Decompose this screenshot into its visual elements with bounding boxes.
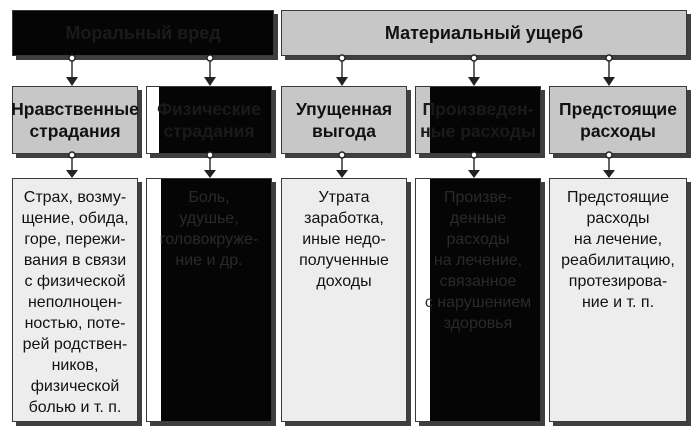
arrow-head [468, 170, 480, 178]
arrow-origin-dot [338, 54, 346, 62]
arrow-head [204, 77, 216, 86]
white-strip [416, 179, 430, 421]
moral-harm-label: Моральный вред [65, 22, 221, 43]
material-damage-label: Материальный ущерб [384, 22, 584, 43]
physical-suffering-text: Боль, удушье, головокруже- ние и др. [159, 189, 259, 269]
arrow-head [66, 170, 78, 178]
incurred-expenses-title: Произведен- ные расходы [420, 99, 536, 141]
moral-suffering-title: Нравственные страдания [11, 99, 139, 141]
white-strip [147, 179, 161, 421]
lost-profit-details: Утрата заработка, иные недо- полученные … [281, 178, 407, 422]
lost-profit-box: Упущенная выгода [281, 86, 407, 154]
future-expenses-details: Предстоящие расходы на лечение, реабилит… [549, 178, 687, 422]
arrow-head [468, 77, 480, 86]
arrow-head [336, 77, 348, 86]
lost-profit-title: Упущенная выгода [295, 99, 393, 141]
arrow-origin-dot [605, 54, 613, 62]
arrow-origin-dot [68, 54, 76, 62]
arrow-head [204, 170, 216, 178]
arrow-head [603, 77, 615, 86]
moral-suffering-text: Страх, возму- щение, обида, горе, пережи… [21, 189, 129, 416]
arrow-head [603, 170, 615, 178]
incurred-expenses-details: Произве- денные расходы на лечение, связ… [415, 178, 541, 422]
arrow-origin-dot [605, 151, 613, 159]
arrow-origin-dot [68, 151, 76, 159]
physical-suffering-title: Физические страдания [157, 99, 261, 141]
future-expenses-box: Предстоящие расходы [549, 86, 687, 154]
arrow-origin-dot [470, 54, 478, 62]
future-expenses-text: Предстоящие расходы на лечение, реабилит… [561, 189, 675, 311]
moral-suffering-box: Нравственные страдания [11, 86, 139, 154]
moral-suffering-details: Страх, возму- щение, обида, горе, пережи… [12, 178, 138, 422]
future-expenses-title: Предстоящие расходы [559, 99, 677, 141]
arrow-origin-dot [338, 151, 346, 159]
incurred-expenses-box: Произведен- ные расходы [415, 86, 541, 154]
moral-harm-box: Моральный вред [12, 10, 274, 56]
arrow-origin-dot [470, 151, 478, 159]
arrow-origin-dot [206, 54, 214, 62]
white-strip [147, 87, 159, 153]
arrow-head [66, 77, 78, 86]
lost-profit-text: Утрата заработка, иные недо- полученные … [299, 189, 389, 290]
arrow-origin-dot [206, 151, 214, 159]
arrow-head [336, 170, 348, 178]
gray-strip [416, 87, 430, 153]
physical-suffering-details: Боль, удушье, головокруже- ние и др. [146, 178, 272, 422]
incurred-expenses-text: Произве- денные расходы на лечение, связ… [424, 189, 532, 332]
physical-suffering-box: Физические страдания [146, 86, 272, 154]
material-damage-box: Материальный ущерб [281, 10, 687, 56]
